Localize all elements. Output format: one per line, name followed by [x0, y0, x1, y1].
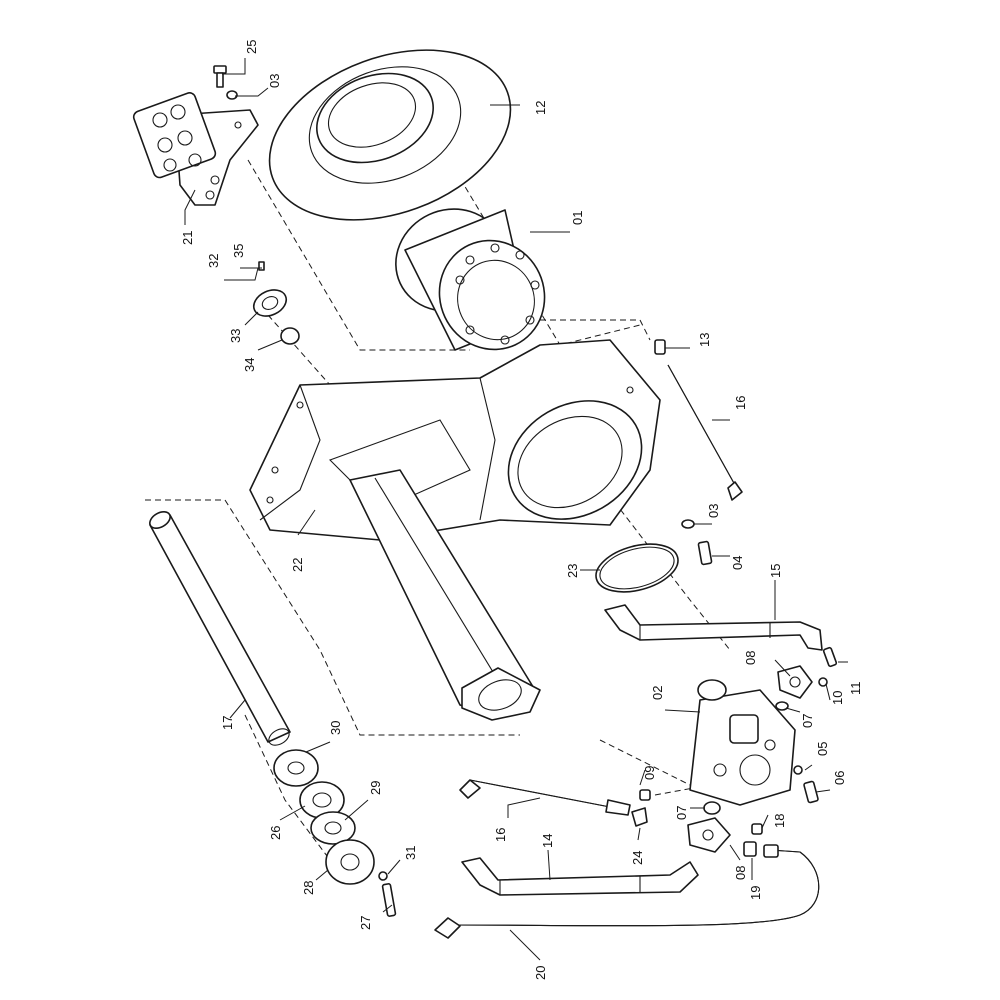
callout-35: 35 — [231, 244, 246, 258]
washer-03-mid — [681, 519, 695, 529]
callout-13: 13 — [697, 333, 712, 347]
block-08-bottom — [687, 817, 731, 853]
bolt-04 — [697, 540, 713, 566]
bolt-31 — [378, 871, 388, 881]
o-ring-07-top — [775, 701, 789, 711]
pin-11 — [822, 646, 838, 668]
fitting-19 — [743, 841, 757, 857]
flange-29 — [310, 811, 356, 845]
callout-03: 03 — [267, 74, 282, 88]
plug-34 — [280, 327, 300, 345]
callout-16: 16 — [733, 396, 748, 410]
callout-31: 31 — [403, 846, 418, 860]
callout-05: 05 — [815, 742, 830, 756]
fitting-09 — [639, 789, 651, 801]
o-ring-07-bottom — [703, 801, 721, 815]
o-ring-23 — [595, 543, 679, 593]
callout-20: 20 — [533, 966, 548, 980]
shaft-17 — [149, 511, 291, 746]
callout-09: 09 — [642, 766, 657, 780]
callout-33: 33 — [228, 329, 243, 343]
callout-27: 27 — [358, 916, 373, 930]
callout-11: 11 — [848, 682, 863, 696]
callout-01: 01 — [570, 211, 585, 225]
washer-10 — [818, 677, 828, 687]
callout-19: 19 — [748, 886, 763, 900]
brake-valve-assembly — [132, 92, 259, 206]
callout-02: 02 — [650, 686, 665, 700]
callout-08: 08 — [743, 651, 758, 665]
wheel-hub-01 — [395, 208, 546, 351]
hose-16-lower — [459, 779, 631, 816]
o-ring-05 — [793, 765, 803, 775]
callout-14: 14 — [540, 834, 555, 848]
motor-02 — [689, 679, 796, 806]
callout-30: 30 — [328, 721, 343, 735]
callout-16: 16 — [493, 828, 508, 842]
axle-tube — [349, 469, 541, 721]
screw-35 — [258, 261, 265, 271]
hose-16-upper — [667, 364, 743, 501]
callout-26: 26 — [268, 826, 283, 840]
block-08-top — [777, 665, 813, 699]
callout-06: 06 — [832, 771, 847, 785]
callout-10: 10 — [830, 691, 845, 705]
frame-22 — [249, 339, 661, 541]
leader-lines — [184, 58, 848, 961]
callout-03: 03 — [706, 504, 721, 518]
disc-12 — [268, 49, 512, 221]
callout-labels: 25 03 12 01 21 32 35 33 34 13 16 03 04 2… — [180, 40, 863, 980]
callout-12: 12 — [533, 101, 548, 115]
callout-07: 07 — [800, 714, 815, 728]
flange-26 — [299, 781, 345, 819]
callout-22: 22 — [290, 558, 305, 572]
bolt-25 — [213, 65, 227, 88]
callout-21: 21 — [180, 231, 195, 245]
callout-08: 08 — [733, 866, 748, 880]
callout-07: 07 — [674, 806, 689, 820]
fitting-18 — [751, 823, 763, 835]
flange-30 — [273, 749, 319, 787]
fitting-13 — [654, 339, 666, 355]
cover-33 — [252, 289, 288, 317]
bolt-06 — [803, 780, 819, 804]
flange-28 — [325, 839, 375, 885]
hose-20 — [434, 844, 820, 939]
hose-14 — [461, 857, 699, 896]
callout-34: 34 — [242, 358, 257, 372]
callout-32: 32 — [206, 254, 221, 268]
washer-03-top — [226, 90, 238, 100]
callout-18: 18 — [772, 814, 787, 828]
callout-17: 17 — [220, 716, 235, 730]
fitting-24 — [631, 807, 648, 827]
bolt-27 — [381, 883, 397, 917]
callout-24: 24 — [630, 851, 645, 865]
callout-28: 28 — [301, 881, 316, 895]
callout-29: 29 — [368, 781, 383, 795]
callout-25: 25 — [244, 40, 259, 54]
callout-04: 04 — [730, 556, 745, 570]
hose-15 — [604, 604, 823, 651]
callout-23: 23 — [565, 564, 580, 578]
callout-15: 15 — [768, 564, 783, 578]
